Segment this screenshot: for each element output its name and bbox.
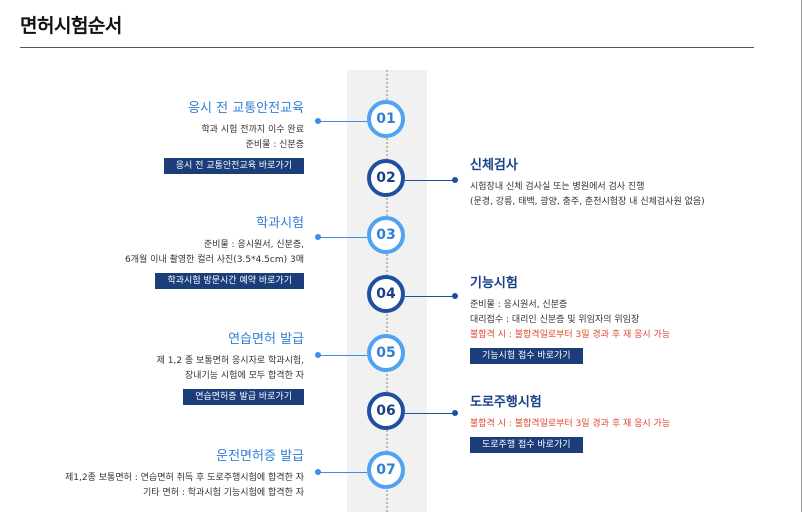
step-07-connector [318,472,367,473]
step-05-connector [318,355,367,356]
step-02-line-2: (문경, 강릉, 태백, 광양, 충주, 춘천시험장 내 신체검사원 없음) [470,197,705,207]
step-06-warning: 불합격 시 : 불합격일로부터 3일 경과 후 재 응시 가능 [470,419,671,429]
step-04-connector [405,296,453,297]
step-07-title: 운전면허증 발급 [216,449,304,464]
step-01-title: 응시 전 교통안전교육 [188,101,304,116]
step-01-dot [315,118,321,124]
step-06-link-button[interactable]: 도로주행 접수 바로가기 [470,437,583,453]
step-07-block: 운전면허증 발급 제1,2종 보통면허 : 연습면허 취득 후 도로주행시험에 … [65,448,304,501]
step-05-dot [315,352,321,358]
step-02-block: 신체검사 시험장내 신체 검사실 또는 병원에서 검사 진행 (문경, 강릉, … [470,157,705,210]
step-06-dot [452,410,458,416]
page-title: 면허시험순서 [20,15,122,37]
step-01-link-button[interactable]: 응시 전 교통안전교육 바로가기 [163,158,304,174]
step-02-connector [405,180,453,181]
step-01-circle: 01 [367,100,405,138]
step-05-line-2: 장내기능 시험에 모두 합격한 자 [184,371,304,381]
step-02-dot [452,177,458,183]
step-04-line-2: 대리접수 : 대리인 신분증 및 위임자의 위임장 [470,315,640,325]
step-03-line-2: 6개월 이내 촬영한 컬러 사진(3.5*4.5cm) 3매 [125,255,304,265]
step-03-block: 학과시험 준비물 : 응시원서, 신분증, 6개월 이내 촬영한 컬러 사진(3… [125,215,304,289]
step-05-link-button[interactable]: 연습면허증 발급 바로가기 [183,389,304,405]
step-06-title: 도로주행시험 [470,395,542,410]
step-07-circle: 07 [367,451,405,489]
step-04-dot [452,293,458,299]
step-02-circle: 02 [367,159,405,197]
step-06-connector [405,413,453,414]
step-05-block: 연습면허 발급 제 1,2 종 보통면허 응시자로 학과시험, 장내기능 시험에… [157,331,304,405]
step-03-title: 학과시험 [256,216,304,231]
step-04-warning: 불합격 시 : 불합격일로부터 3일 경과 후 재 응시 가능 [470,330,671,340]
step-06-block: 도로주행시험 불합격 시 : 불합격일로부터 3일 경과 후 재 응시 가능 도… [470,394,670,453]
step-03-connector [318,237,367,238]
step-07-dot [315,469,321,475]
step-05-line-1: 제 1,2 종 보통면허 응시자로 학과시험, [156,356,304,366]
step-01-line-1: 학과 시험 전까지 이수 완료 [201,125,304,135]
step-03-link-button[interactable]: 학과시험 방문시간 예약 바로가기 [155,273,304,289]
step-05-circle: 05 [367,334,405,372]
step-02-line-1: 시험장내 신체 검사실 또는 병원에서 검사 진행 [470,182,645,192]
step-01-line-2: 준비물 : 신분증 [245,140,304,150]
step-03-dot [315,234,321,240]
step-04-title: 기능시험 [470,276,518,291]
step-07-line-2: 기타 면허 : 학과시험 기능시험에 합격한 자 [143,488,304,498]
step-07-line-1: 제1,2종 보통면허 : 연습면허 취득 후 도로주행시험에 합격한 자 [65,473,304,483]
step-01-block: 응시 전 교통안전교육 학과 시험 전까지 이수 완료 준비물 : 신분증 응시… [163,100,304,174]
title-divider [20,47,754,48]
step-01-connector [318,121,367,122]
step-04-block: 기능시험 준비물 : 응시원서, 신분증 대리접수 : 대리인 신분증 및 위임… [470,275,670,364]
step-02-title: 신체검사 [470,158,518,173]
step-04-link-button[interactable]: 기능시험 접수 바로가기 [470,348,583,364]
step-04-circle: 04 [367,275,405,313]
step-06-circle: 06 [367,392,405,430]
step-03-circle: 03 [367,216,405,254]
step-05-title: 연습면허 발급 [228,332,304,347]
step-04-line-1: 준비물 : 응시원서, 신분증 [470,300,568,310]
step-03-line-1: 준비물 : 응시원서, 신분증, [203,240,304,250]
